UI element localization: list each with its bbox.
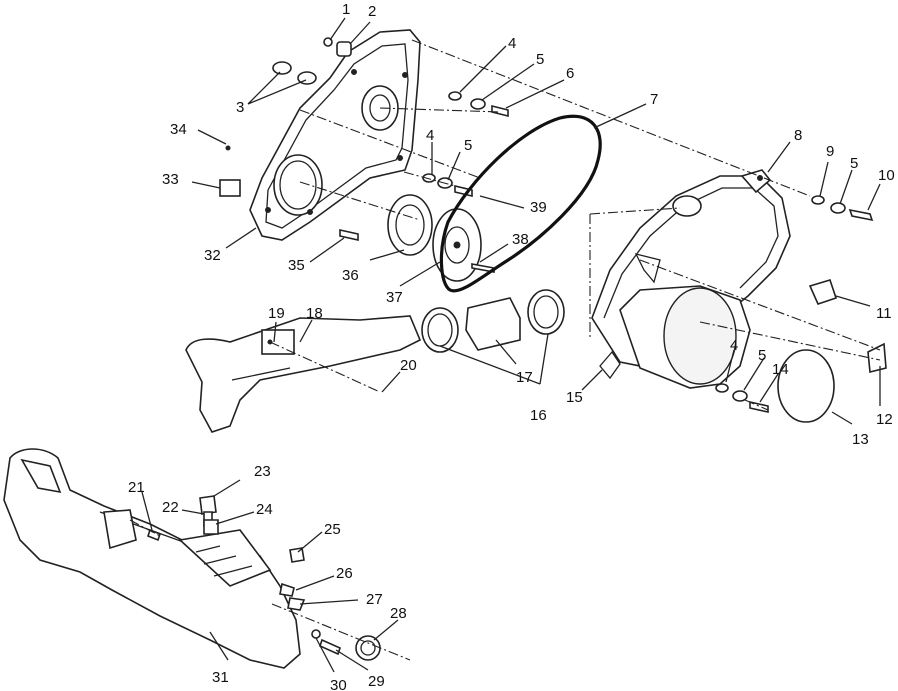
cover-disc bbox=[777, 349, 835, 423]
callout-2: 2 bbox=[368, 3, 376, 20]
callout-20: 20 bbox=[400, 357, 417, 374]
callout-29: 29 bbox=[368, 673, 385, 690]
bushing-hardware bbox=[219, 37, 352, 197]
callout-34: 34 bbox=[170, 121, 187, 138]
leader-lines bbox=[141, 17, 881, 673]
drive-belt bbox=[439, 114, 602, 293]
callout-6: 6 bbox=[566, 65, 574, 82]
tag bbox=[867, 342, 887, 374]
latch-clip bbox=[808, 279, 838, 305]
callout-19: 19 bbox=[268, 305, 285, 322]
callout-38: 38 bbox=[512, 231, 529, 248]
callout-36: 36 bbox=[342, 267, 359, 284]
callout-5: 5 bbox=[536, 51, 544, 68]
callout-24: 24 bbox=[256, 501, 273, 518]
callout-4: 4 bbox=[508, 35, 516, 52]
callout-5d: 5 bbox=[758, 347, 766, 364]
lower-hardware bbox=[147, 495, 381, 661]
callout-18: 18 bbox=[306, 305, 323, 322]
callout-16: 16 bbox=[530, 407, 547, 424]
right-bolt-set bbox=[715, 195, 874, 413]
assembly-lines bbox=[129, 39, 881, 661]
callout-11: 11 bbox=[876, 305, 892, 322]
callout-28: 28 bbox=[390, 605, 407, 622]
callout-9: 9 bbox=[826, 143, 834, 160]
callout-7: 7 bbox=[650, 91, 658, 108]
inner-cover-plate bbox=[249, 29, 421, 241]
callout-4c: 4 bbox=[730, 337, 738, 354]
callout-3: 3 bbox=[236, 99, 244, 116]
callout-39: 39 bbox=[530, 199, 547, 216]
callout-32: 32 bbox=[204, 247, 221, 264]
callout-13: 13 bbox=[852, 431, 869, 448]
callout-8: 8 bbox=[794, 127, 802, 144]
callout-27: 27 bbox=[366, 591, 383, 608]
callout-10: 10 bbox=[878, 167, 895, 184]
callout-15: 15 bbox=[566, 389, 583, 406]
callout-4b: 4 bbox=[426, 127, 434, 144]
upper-air-duct bbox=[185, 315, 422, 433]
callout-12: 12 bbox=[876, 411, 893, 428]
callout-33: 33 bbox=[162, 171, 179, 188]
callout-1: 1 bbox=[342, 1, 350, 18]
callout-26: 26 bbox=[336, 565, 353, 582]
callout-14: 14 bbox=[772, 361, 789, 378]
callout-5b: 5 bbox=[464, 137, 472, 154]
callout-37: 37 bbox=[386, 289, 403, 306]
callout-17: 17 bbox=[516, 369, 533, 386]
callout-5c: 5 bbox=[850, 155, 858, 172]
callout-31: 31 bbox=[212, 669, 229, 686]
hose-clamp-set bbox=[421, 289, 565, 353]
callout-22: 22 bbox=[162, 499, 179, 516]
callout-21: 21 bbox=[128, 479, 145, 496]
seal-ring bbox=[387, 194, 433, 256]
clutch-housing bbox=[619, 285, 751, 389]
callout-25: 25 bbox=[324, 521, 341, 538]
callout-labels: 1 2 3 4 5 6 7 34 4 5 8 9 5 10 33 39 32 3… bbox=[128, 1, 895, 691]
lower-air-duct bbox=[3, 448, 301, 669]
callout-23: 23 bbox=[254, 463, 271, 480]
callout-30: 30 bbox=[330, 677, 347, 691]
callout-35: 35 bbox=[288, 257, 305, 274]
